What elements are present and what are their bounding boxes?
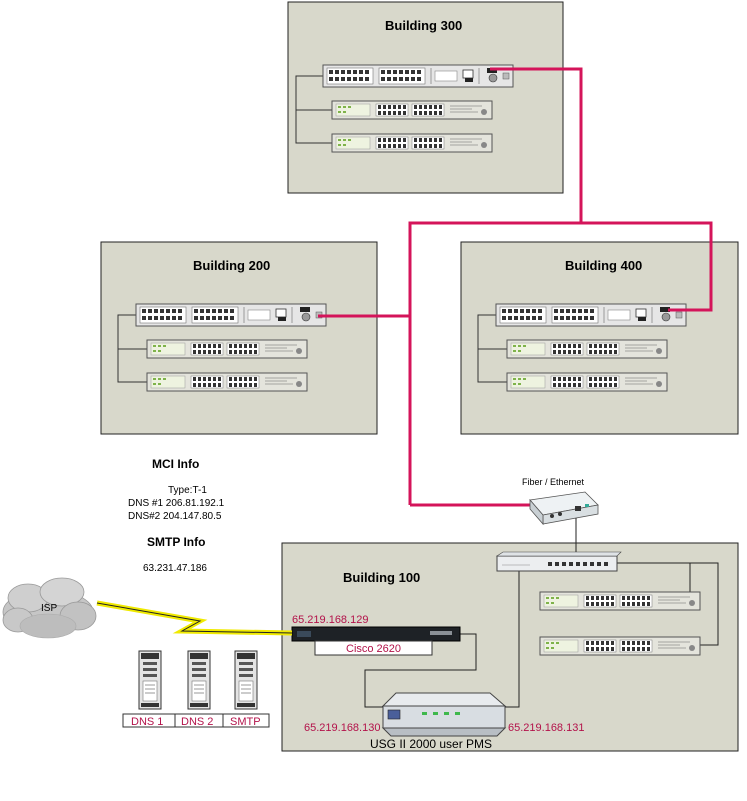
router-name-label: Cisco 2620 — [346, 643, 401, 655]
edge-switch-200-b — [146, 372, 308, 392]
fiber-link-300 — [490, 67, 583, 223]
building-400-stack — [477, 303, 687, 392]
isp-cloud — [2, 577, 97, 639]
core-switch-300 — [322, 64, 514, 88]
smtp-info-title: SMTP Info — [147, 535, 205, 549]
distribution-switch-100 — [496, 551, 622, 572]
edge-switch-400-b — [506, 372, 668, 392]
fiber-ethernet-label: Fiber / Ethernet — [522, 477, 585, 487]
server-label-row — [122, 713, 270, 728]
building-400-box — [460, 241, 739, 435]
firewall-device — [381, 692, 507, 737]
server-label-smtp: SMTP — [230, 716, 261, 728]
building-200-stack — [117, 303, 327, 392]
edge-switch-100-a — [539, 591, 701, 611]
building-300-title: Building 300 — [385, 18, 462, 33]
edge-switch-300-a — [331, 100, 493, 120]
fiber-ethernet-converter — [529, 491, 599, 526]
firewall-name-label: USG II 2000 user PMS — [370, 737, 492, 751]
dns2-server — [187, 650, 211, 710]
edge-switch-100-b — [539, 636, 701, 656]
cisco-router — [291, 626, 461, 642]
firewall-ip-left-label: 65.219.168.130 — [304, 722, 380, 734]
server-label-dns1: DNS 1 — [131, 716, 163, 728]
fiber-links — [318, 67, 713, 507]
building-100-title: Building 100 — [343, 570, 420, 585]
building-300-box — [287, 1, 564, 194]
smtp-ip: 63.231.47.186 — [143, 563, 207, 574]
mci-type: Type:T-1 — [168, 485, 207, 496]
t1-serial-link — [96, 600, 293, 636]
edge-switch-300-b — [331, 133, 493, 153]
mci-dns1: DNS #1 206.81.192.1 — [128, 498, 225, 509]
building-400-title: Building 400 — [565, 258, 642, 273]
firewall-ip-right-label: 65.219.168.131 — [508, 722, 584, 734]
router-name-box — [314, 640, 433, 656]
isp-label: ISP — [41, 603, 57, 614]
core-switch-200 — [135, 303, 327, 327]
mci-info-title: MCI Info — [152, 457, 199, 471]
edge-switch-200-a — [146, 339, 308, 359]
building-100-wiring — [364, 518, 719, 708]
dns1-server — [138, 650, 162, 710]
smtp-server — [234, 650, 258, 710]
mci-dns2: DNS#2 204.147.80.5 — [128, 511, 222, 522]
edge-switch-400-a — [506, 339, 668, 359]
router-ip-label: 65.219.168.129 — [292, 614, 368, 626]
building-300-stack — [295, 64, 514, 153]
building-200-title: Building 200 — [193, 258, 270, 273]
building-200-box — [100, 241, 378, 435]
server-label-dns2: DNS 2 — [181, 716, 213, 728]
core-switch-400 — [495, 303, 687, 327]
